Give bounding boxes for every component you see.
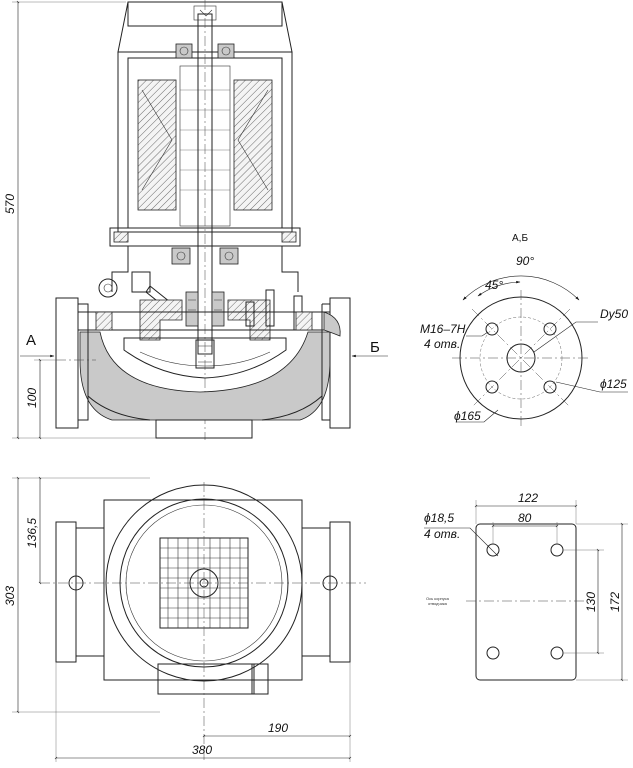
flange-view-title: А,Б <box>512 233 528 244</box>
bolt-thread-label: М16–7Н <box>420 322 466 336</box>
angle-45-label: 45° <box>485 278 503 292</box>
front-section-view: А Б 570 100 <box>3 0 388 440</box>
dim-total-303: 303 <box>3 586 17 606</box>
section-mark-left: А <box>26 332 36 349</box>
plate-width-122: 122 <box>518 491 538 505</box>
bolt-circle-label: ϕ125 <box>600 377 627 391</box>
dim-half-length-190: 190 <box>268 721 288 735</box>
plate-hole-spacing-80: 80 <box>518 511 532 525</box>
axis-note-line1: Ось корпуса <box>426 596 450 601</box>
angle-90-label: 90° <box>516 254 534 268</box>
plate-hole-count-label: 4 отв. <box>424 527 460 541</box>
base-plate-view: 122 80 130 172 ϕ18,5 4 отв. Ось корпуса … <box>424 491 628 682</box>
dim-offset-136-5: 136,5 <box>25 518 39 548</box>
axis-note-line2: отводчика <box>428 601 448 606</box>
section-mark-right: Б <box>370 339 380 356</box>
dim-length-380: 380 <box>192 743 212 757</box>
outer-diameter-label: ϕ165 <box>454 409 481 423</box>
plate-hole-diameter-label: ϕ18,5 <box>424 511 454 525</box>
plate-hole-spacing-130: 130 <box>584 592 598 612</box>
flange-view: А,Б 90° 45° М16–7Н 4 отв. Dy50 ϕ125 ϕ165 <box>420 233 628 428</box>
top-view: 303 136,5 190 380 <box>3 476 366 762</box>
nominal-diameter-label: Dy50 <box>600 307 628 321</box>
bolt-count-label: 4 отв. <box>424 337 460 351</box>
dim-inlet-height-100: 100 <box>25 388 39 408</box>
plate-height-172: 172 <box>608 592 622 612</box>
dim-height-570: 570 <box>3 194 17 214</box>
